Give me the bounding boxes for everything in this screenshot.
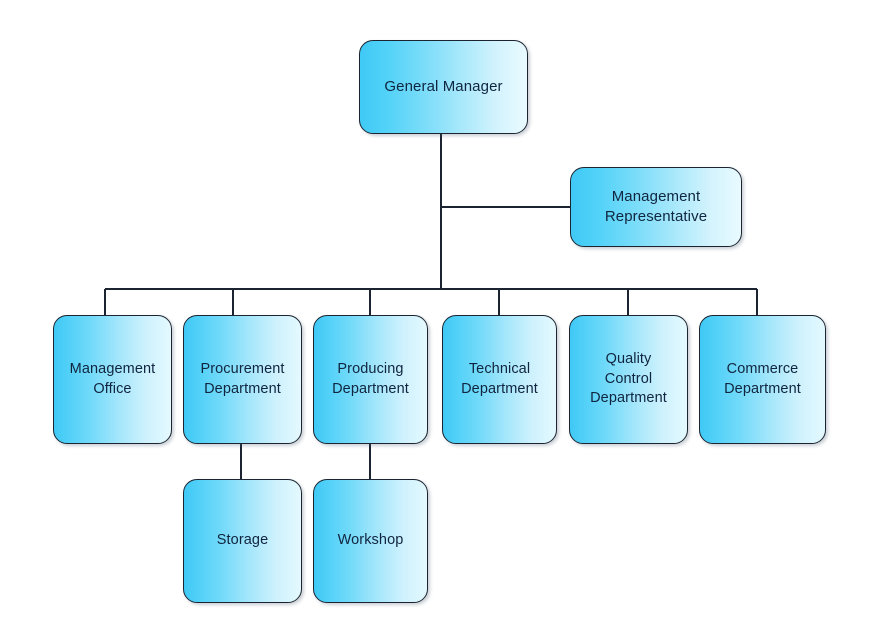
node-quality-control-department[interactable]: Quality Control Department	[569, 315, 688, 444]
node-management-office[interactable]: Management Office	[53, 315, 172, 444]
node-label-general-manager: General Manager	[384, 77, 503, 95]
node-storage[interactable]: Storage	[183, 479, 302, 603]
node-general-manager[interactable]: General Manager	[359, 40, 528, 134]
node-workshop[interactable]: Workshop	[313, 479, 428, 603]
node-label-technical-department: Technical Department	[461, 360, 538, 397]
node-label-procurement-department: Procurement Department	[200, 360, 285, 397]
node-procurement-department[interactable]: Procurement Department	[183, 315, 302, 444]
node-label-workshop: Workshop	[337, 532, 404, 549]
node-label-storage: Storage	[216, 532, 269, 549]
node-technical-department[interactable]: Technical Department	[442, 315, 557, 444]
node-management-representative[interactable]: Management Representative	[570, 167, 742, 247]
node-label-management-representative: Management Representative	[604, 187, 708, 225]
node-label-commerce-department: Commerce Department	[724, 360, 801, 397]
node-commerce-department[interactable]: Commerce Department	[699, 315, 826, 444]
node-producing-department[interactable]: Producing Department	[313, 315, 428, 444]
node-label-producing-department: Producing Department	[332, 360, 409, 397]
node-label-quality-control-department: Quality Control Department	[590, 351, 667, 407]
node-label-management-office: Management Office	[69, 360, 156, 397]
